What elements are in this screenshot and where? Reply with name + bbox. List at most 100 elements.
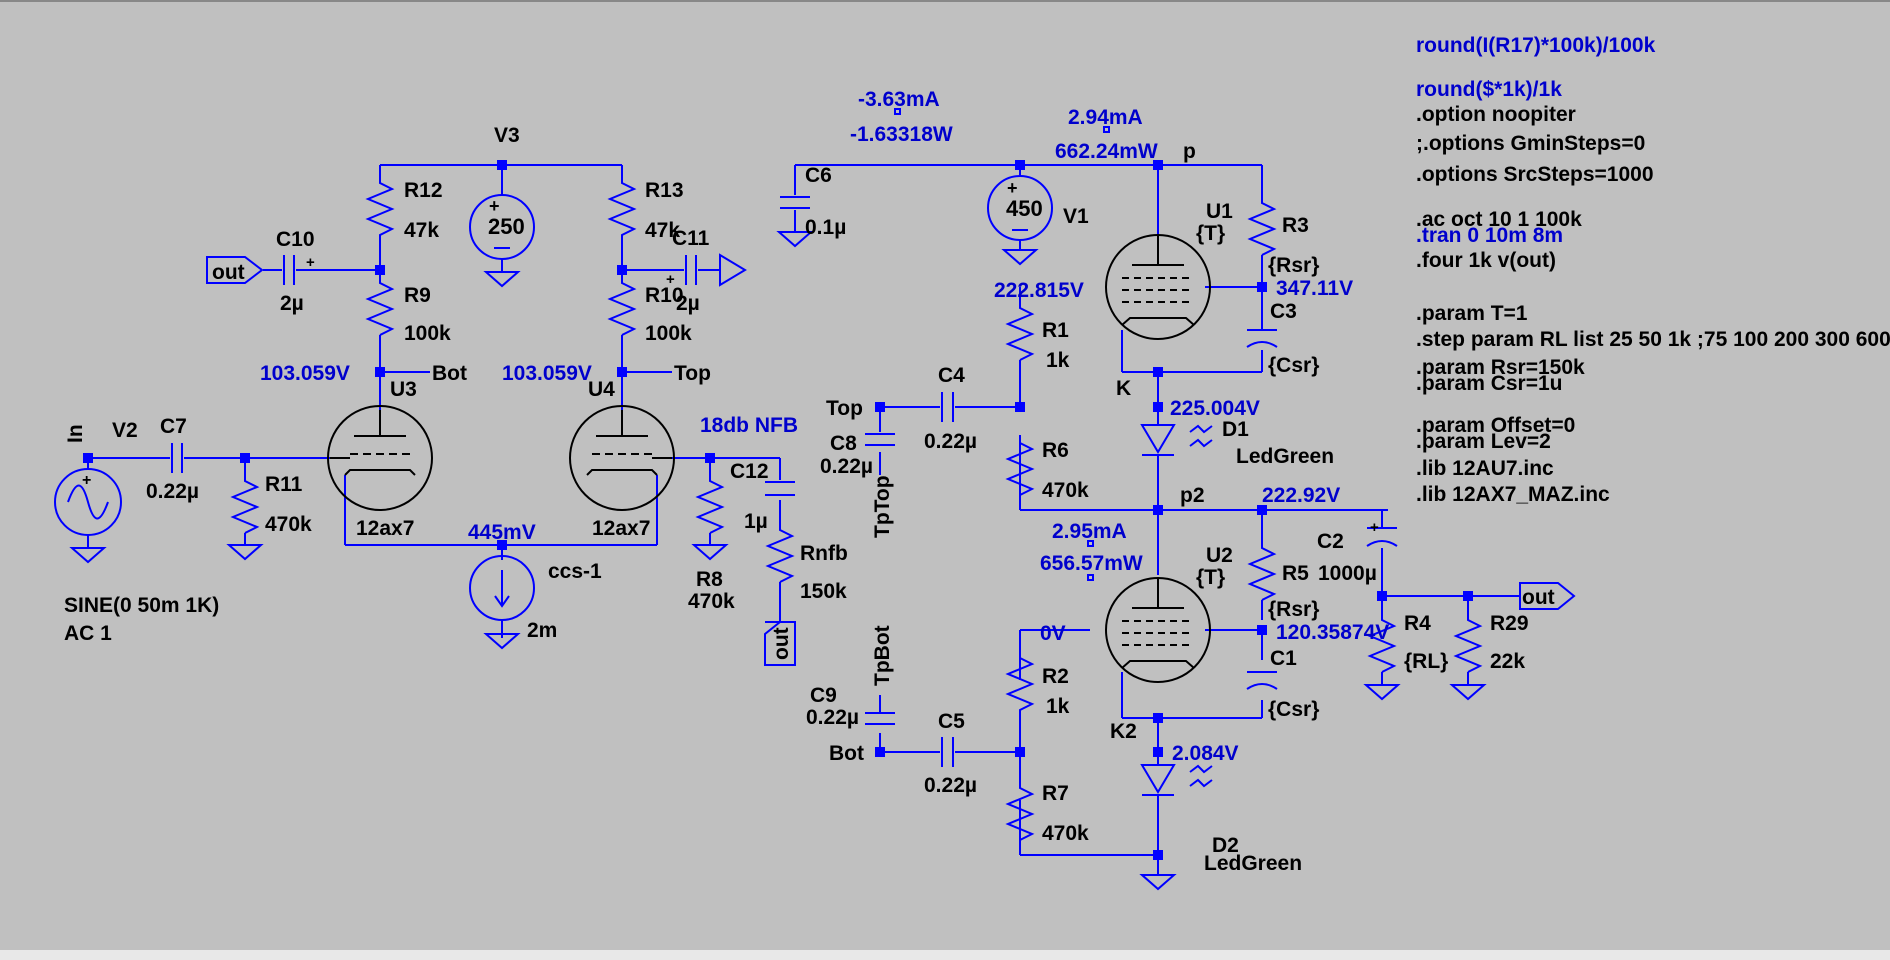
u1-label: U1: [1206, 200, 1233, 223]
capacitor-c9[interactable]: [865, 712, 895, 725]
probe-u4-plate-voltage: 103.059V: [502, 362, 592, 385]
resistor-r29[interactable]: [1449, 612, 1487, 701]
directive-14[interactable]: .lib 12AU7.inc: [1416, 457, 1554, 480]
capacitor-c10[interactable]: +: [283, 254, 315, 285]
resistor-r11[interactable]: [226, 473, 264, 561]
pentode-u1[interactable]: [1105, 234, 1211, 340]
probe-u3-plate-voltage: 103.059V: [260, 362, 350, 385]
c8-value: 0.22µ: [820, 455, 873, 478]
capacitor-c2[interactable]: +: [1366, 510, 1398, 547]
r1-label: R1: [1042, 319, 1069, 342]
capacitor-c7[interactable]: [171, 443, 183, 473]
port-out-right[interactable]: [1519, 582, 1576, 610]
resistor-r7[interactable]: [1005, 752, 1035, 855]
sine-source-v2[interactable]: +: [54, 468, 122, 564]
r7-value: 470k: [1042, 822, 1089, 845]
directive-12[interactable]: .param Offset=0: [1416, 414, 1575, 437]
junction-dots: [83, 160, 1473, 860]
c4-label: C4: [938, 364, 965, 387]
directive-8[interactable]: .param T=1: [1416, 302, 1528, 325]
c7-label: C7: [160, 415, 187, 438]
svg-text:+: +: [666, 271, 675, 288]
c8-label: C8: [830, 432, 857, 455]
r7-label: R7: [1042, 782, 1069, 805]
probe-u1-power: 662.24mW: [1055, 140, 1158, 163]
net-label-top: Top: [674, 362, 711, 385]
current-source-ccs[interactable]: [469, 555, 535, 650]
led-d2[interactable]: [1139, 764, 1213, 891]
directive-6[interactable]: .tran 0 10m 8m: [1416, 224, 1563, 247]
resistor-r4[interactable]: [1363, 612, 1401, 701]
resistor-rnfb[interactable]: [765, 522, 795, 583]
net-label-tpbot: TpBot: [871, 625, 894, 686]
capacitor-c4[interactable]: [941, 392, 954, 422]
probe-p2-voltage: 222.92V: [1262, 484, 1340, 507]
u3-label: U3: [390, 378, 417, 401]
svg-text:+: +: [82, 472, 91, 489]
port-out-bottom[interactable]: [764, 621, 796, 666]
directive-4[interactable]: .options SrcSteps=1000: [1416, 163, 1654, 186]
directive-1[interactable]: round($*1k)/1k: [1416, 78, 1562, 101]
svg-text:+: +: [1370, 519, 1379, 536]
c11-value: 2µ: [676, 292, 700, 315]
c10-label: C10: [276, 228, 315, 251]
capacitor-c6[interactable]: [776, 196, 814, 248]
pentode-u2[interactable]: [1105, 577, 1211, 683]
net-label-tptop: TpTop: [871, 475, 894, 538]
r5-label: R5: [1282, 562, 1309, 585]
capacitor-c5[interactable]: [941, 737, 954, 767]
voltage-source-v1[interactable]: + 450: [987, 175, 1053, 266]
probe-v1-current: 2.94mA: [1068, 106, 1143, 129]
probe-r5-voltage: 120.35874V: [1276, 621, 1389, 644]
r5-value: {Rsr}: [1268, 598, 1319, 621]
directive-13[interactable]: .param Lev=2: [1416, 430, 1551, 453]
directive-9[interactable]: .step param RL list 25 50 1k ;75 100 200…: [1416, 328, 1890, 351]
resistor-r12[interactable]: [365, 175, 395, 238]
in-net-label: In: [64, 424, 87, 443]
c3-value: {Csr}: [1268, 354, 1319, 377]
r8-label: R8: [696, 568, 723, 591]
capacitor-c11[interactable]: +: [666, 253, 747, 288]
c12-value: 1µ: [744, 510, 768, 533]
c7-value: 0.22µ: [146, 480, 199, 503]
probe-zero-voltage: 0V: [1040, 622, 1066, 645]
directive-7[interactable]: .four 1k v(out): [1416, 249, 1556, 272]
directive-0[interactable]: round(I(R17)*100k)/100k: [1416, 34, 1656, 57]
net-label-18db-nfb: 18db NFB: [700, 414, 798, 437]
resistor-r2[interactable]: [1005, 650, 1035, 740]
capacitor-c3[interactable]: [1246, 329, 1278, 348]
directive-5[interactable]: .ac oct 10 1 100k: [1416, 208, 1582, 231]
r6-label: R6: [1042, 439, 1069, 462]
net-label-bot: Bot: [432, 362, 467, 385]
d1-label: D1: [1222, 418, 1249, 441]
triode-u4[interactable]: [569, 405, 675, 511]
voltage-source-v3[interactable]: + 250: [469, 194, 535, 288]
capacitor-c12[interactable]: [765, 481, 795, 496]
resistor-r8[interactable]: [691, 473, 729, 561]
r29-value: 22k: [1490, 650, 1525, 673]
c6-value: 0.1µ: [805, 216, 846, 239]
port-out-bottom-label: out: [770, 627, 793, 660]
resistor-r3[interactable]: [1247, 195, 1277, 256]
directive-3[interactable]: ;.options GminSteps=0: [1416, 132, 1645, 155]
resistor-r10[interactable]: [607, 275, 637, 336]
port-out-left[interactable]: [206, 256, 264, 284]
directive-15[interactable]: .lib 12AX7_MAZ.inc: [1416, 483, 1610, 506]
r29-label: R29: [1490, 612, 1529, 635]
resistor-r6[interactable]: [1005, 435, 1035, 510]
probe-k-voltage: 225.004V: [1170, 397, 1260, 420]
resistor-r5[interactable]: [1247, 540, 1277, 601]
directive-10[interactable]: .param Rsr=150k: [1416, 356, 1585, 379]
directive-2[interactable]: .option noopiter: [1416, 103, 1576, 126]
rnfb-value: 150k: [800, 580, 847, 603]
capacitor-c1[interactable]: [1246, 671, 1278, 690]
resistor-r13[interactable]: [607, 175, 637, 238]
resistor-r1[interactable]: [1005, 300, 1035, 361]
capacitor-c8[interactable]: [865, 433, 895, 446]
directive-11[interactable]: .param Csr=1u: [1416, 372, 1563, 395]
led-d1[interactable]: [1140, 424, 1213, 456]
triode-u3[interactable]: [327, 405, 433, 511]
c12-label: C12: [730, 460, 769, 483]
resistor-r9[interactable]: [365, 275, 395, 336]
